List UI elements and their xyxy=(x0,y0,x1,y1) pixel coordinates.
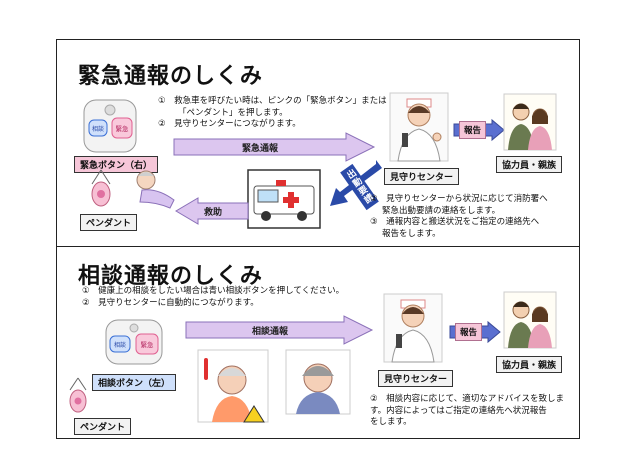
emergency-step-4: ③ 通報内容と搬送状況をご指定の連絡先へ xyxy=(370,217,540,227)
emergency-call-arrow-label: 緊急通報 xyxy=(242,144,279,154)
consult-title: 相談通報のしくみ xyxy=(78,264,263,289)
emergency-pendant-label: ペンダント xyxy=(80,214,138,231)
svg-text:相談: 相談 xyxy=(92,125,104,133)
emergency-report-label: 報告 xyxy=(459,121,487,139)
rescue-arrow xyxy=(175,197,249,228)
emergency-device-icon: 相談 緊急 xyxy=(82,98,138,158)
consult-device-icon: 相談 緊急 xyxy=(104,318,164,370)
consult-family-icon xyxy=(503,291,557,352)
consult-pendant-label: ペンダント xyxy=(74,418,132,435)
center-operator-icon xyxy=(389,92,449,165)
consult-call-arrow xyxy=(185,315,374,348)
family-icon xyxy=(503,93,557,154)
consult-step-2: ② 見守りセンターに自動的につながります。 xyxy=(82,297,259,308)
consult-pendant-icon xyxy=(66,377,90,418)
diagram-frame xyxy=(56,39,580,439)
consult-steps: ① 健康上の相談をしたい場合は青い相談ボタンを押してください。 ② 見守りセンタ… xyxy=(82,286,344,309)
emergency-step-1: ① 救急車を呼びたい時は、ピンクの「緊急ボタン」または xyxy=(158,96,387,106)
emergency-family-label: 協力員・親族 xyxy=(496,156,563,173)
emergency-step-2: ② 見守りセンターにつながります。 xyxy=(158,119,301,129)
emergency-step-3b: 緊急出動要請の連絡をします。 xyxy=(382,205,501,216)
svg-text:緊急: 緊急 xyxy=(141,340,155,349)
emergency-center-label: 見守りセンター xyxy=(384,168,460,185)
sick-elderly-icon xyxy=(197,349,269,426)
emergency-step-1b: 「ペンダント」を押します。 xyxy=(178,107,288,118)
svg-text:相談: 相談 xyxy=(114,341,126,349)
consult-button-label: 相談ボタン（左） xyxy=(92,374,177,391)
rescue-label: 救助 xyxy=(204,208,223,218)
emergency-button-label: 緊急ボタン（右） xyxy=(74,156,159,173)
ambulance-icon xyxy=(247,169,321,232)
consult-step-3c: をします。 xyxy=(370,417,412,427)
consult-family-label: 協力員・親族 xyxy=(496,356,563,373)
section-divider xyxy=(56,246,580,247)
consult-step-3: ② 相談内容に応じて、適切なアドバイスを致しま xyxy=(370,394,564,404)
worried-elderly-icon xyxy=(285,349,351,418)
consult-report-label: 報告 xyxy=(455,323,483,341)
emergency-call-arrow xyxy=(173,132,376,165)
elderly-fallen-icon xyxy=(130,168,178,216)
svg-text:緊急: 緊急 xyxy=(116,124,130,133)
consult-step-3b: す。内容によってはご指定の連絡先へ状況報告 xyxy=(370,405,547,416)
emergency-title: 緊急通報のしくみ xyxy=(78,64,263,89)
emergency-steps-after: ② 見守りセンターから状況に応じて消防署へ 緊急出動要請の連絡をします。 ③ 通… xyxy=(370,194,548,240)
pendant-icon xyxy=(88,169,114,212)
consult-operator-icon xyxy=(383,293,443,366)
emergency-steps: ① 救急車を呼びたい時は、ピンクの「緊急ボタン」または 「ペンダント」を押します… xyxy=(158,96,387,131)
consult-call-arrow-label: 相談通報 xyxy=(252,327,289,337)
emergency-step-4b: 報告をします。 xyxy=(382,228,441,239)
consult-step-1: ① 健康上の相談をしたい場合は青い相談ボタンを押してください。 xyxy=(82,286,345,296)
consult-steps-after: ② 相談内容に応じて、適切なアドバイスを致しま す。内容によってはご指定の連絡先… xyxy=(370,394,564,429)
consult-center-label: 見守りセンター xyxy=(378,370,454,387)
emergency-step-3: ② 見守りセンターから状況に応じて消防署へ xyxy=(370,194,548,204)
